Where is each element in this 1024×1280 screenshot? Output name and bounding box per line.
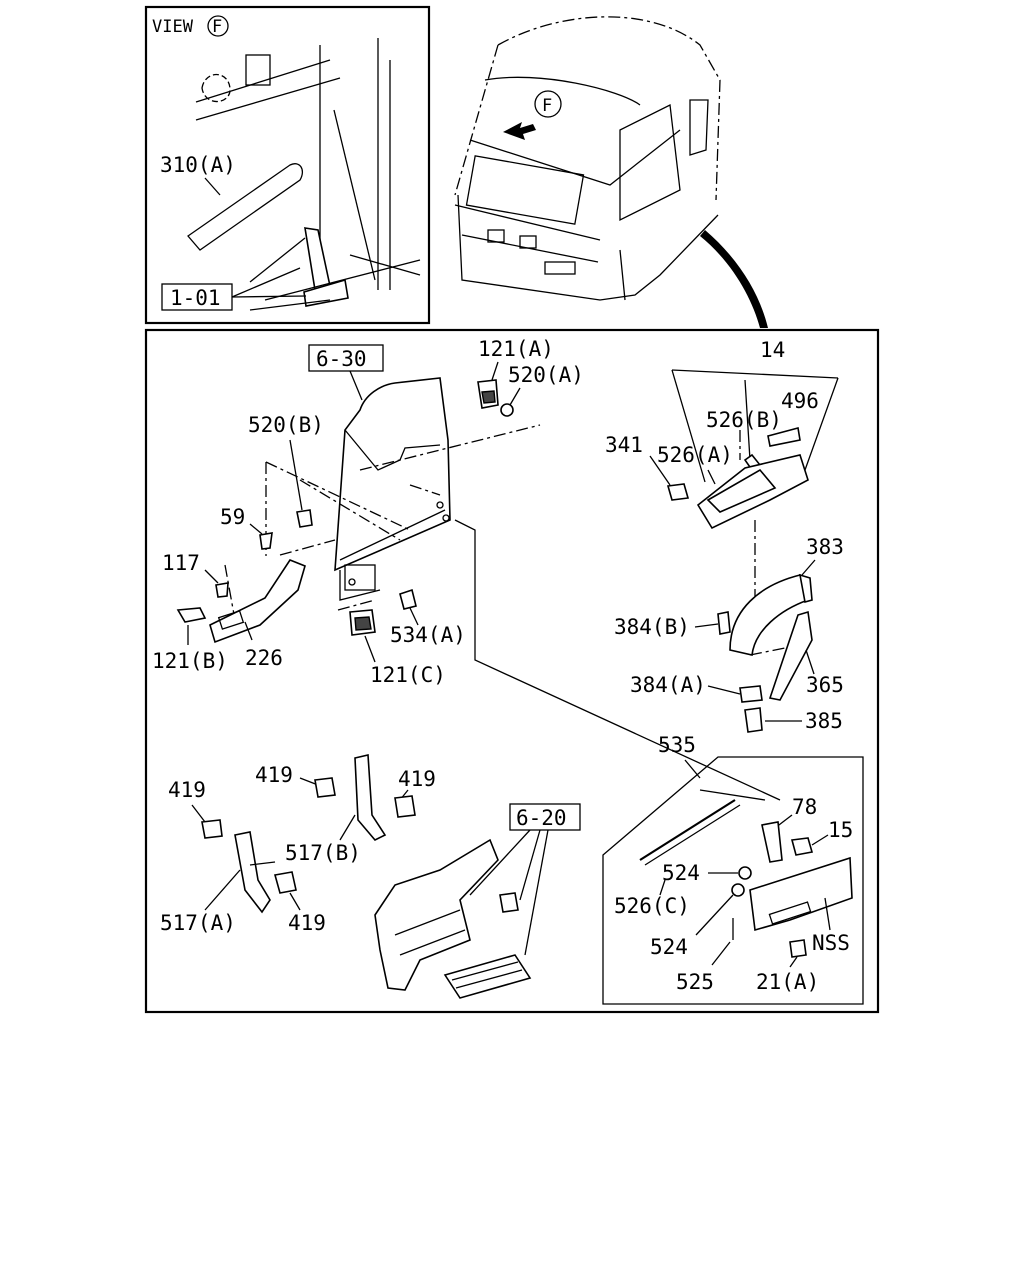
label-534a: 534(A) xyxy=(390,623,466,647)
ref-6-20: 6-20 xyxy=(516,806,567,830)
label-59: 59 xyxy=(220,505,245,529)
view-f-inset: VIEW F 1-01 310(A) xyxy=(144,5,431,325)
label-419-d: 419 xyxy=(398,767,436,791)
label-117: 117 xyxy=(162,551,200,575)
label-226: 226 xyxy=(245,646,283,670)
label-384a: 384(A) xyxy=(630,673,706,697)
label-310a: 310(A) xyxy=(160,153,236,177)
label-520a: 520(A) xyxy=(508,363,584,387)
main-assembly-box: 6-30 121(A) 520(A) 520(B) xyxy=(144,328,880,1014)
label-520b: 520(B) xyxy=(248,413,324,437)
label-21a: 21(A) xyxy=(756,970,819,994)
label-496: 496 xyxy=(781,389,819,413)
label-383: 383 xyxy=(806,535,844,559)
label-517b: 517(B) xyxy=(285,841,361,865)
label-15: 15 xyxy=(828,818,853,842)
label-524-a: 524 xyxy=(662,861,700,885)
view-title: VIEW xyxy=(152,17,194,37)
label-nss: NSS xyxy=(812,931,850,955)
label-365: 365 xyxy=(806,673,844,697)
cab-sketch: F xyxy=(454,16,768,328)
label-121a: 121(A) xyxy=(478,337,554,361)
label-419-c: 419 xyxy=(255,763,293,787)
cab-marker: F xyxy=(542,96,552,116)
label-121b: 121(B) xyxy=(152,649,228,673)
label-517a: 517(A) xyxy=(160,911,236,935)
label-419-b: 419 xyxy=(288,911,326,935)
label-121c: 121(C) xyxy=(370,663,446,687)
label-535: 535 xyxy=(658,733,696,757)
label-526b: 526(B) xyxy=(706,408,782,432)
label-341: 341 xyxy=(605,433,643,457)
ref-1-01: 1-01 xyxy=(170,286,221,310)
view-marker: F xyxy=(212,17,222,37)
label-78: 78 xyxy=(792,795,817,819)
label-524-b: 524 xyxy=(650,935,688,959)
label-385: 385 xyxy=(805,709,843,733)
label-14: 14 xyxy=(760,338,785,362)
label-526c: 526(C) xyxy=(614,894,690,918)
label-525: 525 xyxy=(676,970,714,994)
label-419-a: 419 xyxy=(168,778,206,802)
label-384b: 384(B) xyxy=(614,615,690,639)
label-526a: 526(A) xyxy=(657,443,733,467)
ref-6-30: 6-30 xyxy=(316,347,367,371)
